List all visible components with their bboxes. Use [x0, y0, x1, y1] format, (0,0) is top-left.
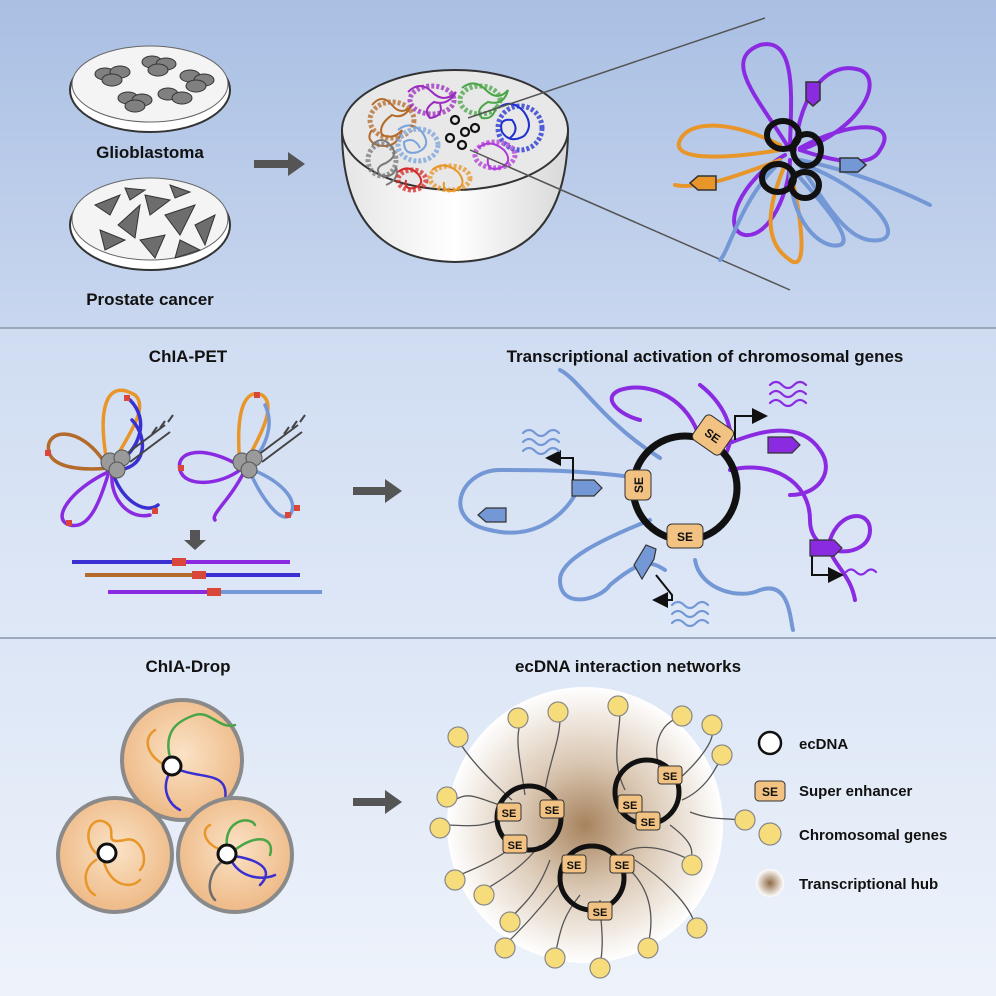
legend-se-symbol-text: SE — [762, 785, 778, 799]
zoom-line-top — [467, 17, 766, 119]
activation-gene-blue-2 — [477, 507, 507, 523]
svg-text:SE: SE — [677, 530, 693, 544]
arrow-to-activation — [353, 479, 402, 503]
title-ecdna-networks: ecDNA interaction networks — [515, 657, 741, 676]
legend-ecdna-symbol — [757, 730, 783, 756]
svg-text:SE: SE — [567, 860, 582, 872]
transcriptional-hub — [447, 687, 723, 963]
chia-pet-antibody-2 — [257, 414, 306, 463]
legend-super-enhancer-label: Super enhancer — [799, 783, 913, 800]
chia-pet-proteins-1 — [100, 449, 131, 479]
activation-gene-blue-1 — [571, 479, 603, 497]
droplet-right-ecdna — [216, 843, 238, 865]
network-se-2c: SE — [635, 811, 661, 831]
activation-se-2: SE — [691, 414, 735, 456]
legend: ecDNA SE Super enhancer Chromosomal gene… — [754, 730, 947, 897]
activation-gene-blue-3 — [633, 544, 657, 581]
network-se-1a: SE — [496, 802, 522, 822]
droplet-top — [120, 698, 244, 822]
chia-pet-proteins-2 — [232, 449, 263, 479]
territory-brown — [368, 98, 413, 147]
svg-text:SE: SE — [615, 860, 630, 872]
network-se-2b: SE — [617, 794, 643, 814]
label-prostate-cancer: Prostate cancer — [86, 290, 214, 309]
svg-text:SE: SE — [502, 808, 517, 820]
zoom-line-bottom — [469, 149, 791, 291]
territory-purple — [407, 85, 457, 120]
legend-gene-symbol — [758, 822, 782, 846]
arrow-to-nucleus — [254, 152, 305, 176]
title-transcriptional-activation: Transcriptional activation of chromosoma… — [507, 347, 904, 366]
label-chia-drop: ChIA-Drop — [146, 657, 231, 676]
rna-transcripts — [521, 380, 878, 628]
zoom-ecdna-circles — [759, 118, 824, 201]
droplet-top-ecdna — [161, 755, 183, 777]
paired-end-reads — [72, 560, 322, 594]
panel-2-background — [0, 328, 996, 638]
activation-se-3: SE — [666, 523, 704, 549]
transcription-arrows — [545, 408, 844, 608]
label-chia-pet: ChIA-PET — [149, 347, 228, 366]
territory-blue-dark — [497, 102, 530, 141]
droplet-left-ecdna — [96, 842, 118, 864]
network-se-3c: SE — [587, 901, 613, 921]
network-se-2a: SE — [657, 765, 683, 785]
legend-se-symbol — [754, 780, 786, 802]
chia-pet-complex-1-marks — [45, 395, 158, 526]
nucleus-bowl — [340, 69, 570, 264]
activation-gene-purple-2 — [809, 539, 843, 557]
arrow-to-networks — [353, 790, 402, 814]
svg-text:SE: SE — [545, 805, 560, 817]
svg-text:SE: SE — [641, 817, 656, 829]
ligation-junctions — [172, 558, 221, 596]
svg-text:SE: SE — [623, 800, 638, 812]
droplet-left — [56, 796, 174, 914]
legend-hub-label: Transcriptional hub — [799, 876, 938, 893]
petri-dish-prostate-cancer — [69, 177, 231, 271]
svg-text:SE: SE — [663, 771, 678, 783]
label-glioblastoma: Glioblastoma — [96, 143, 204, 162]
svg-text:SE: SE — [632, 477, 646, 493]
network-se-boxes: SE SE SE SE SE SE SE SE SE — [496, 765, 683, 921]
network-se-3a: SE — [561, 854, 587, 874]
network-se-1b: SE — [539, 799, 565, 819]
svg-text:SE: SE — [593, 907, 608, 919]
arrow-down-to-reads — [184, 530, 206, 550]
zoom-gene-orange — [688, 175, 717, 191]
droplet-right — [176, 796, 294, 914]
network-se-1c: SE — [502, 834, 528, 854]
network-se-3b: SE — [609, 854, 635, 874]
petri-dish-glioblastoma — [69, 45, 231, 133]
svg-text:SE: SE — [508, 840, 523, 852]
chia-pet-antibody-1 — [124, 414, 174, 463]
chia-pet-complex-2-marks — [178, 392, 300, 518]
legend-ecdna-label: ecDNA — [799, 736, 848, 753]
activation-se-1: SE — [624, 469, 652, 501]
activation-gene-purple-1 — [767, 436, 801, 454]
legend-hub-symbol — [756, 869, 784, 897]
zoom-gene-purple — [805, 81, 821, 107]
chromosomal-gene-dots — [429, 695, 756, 979]
zoom-gene-blue — [839, 157, 868, 173]
legend-genes-label: Chromosomal genes — [799, 827, 947, 844]
